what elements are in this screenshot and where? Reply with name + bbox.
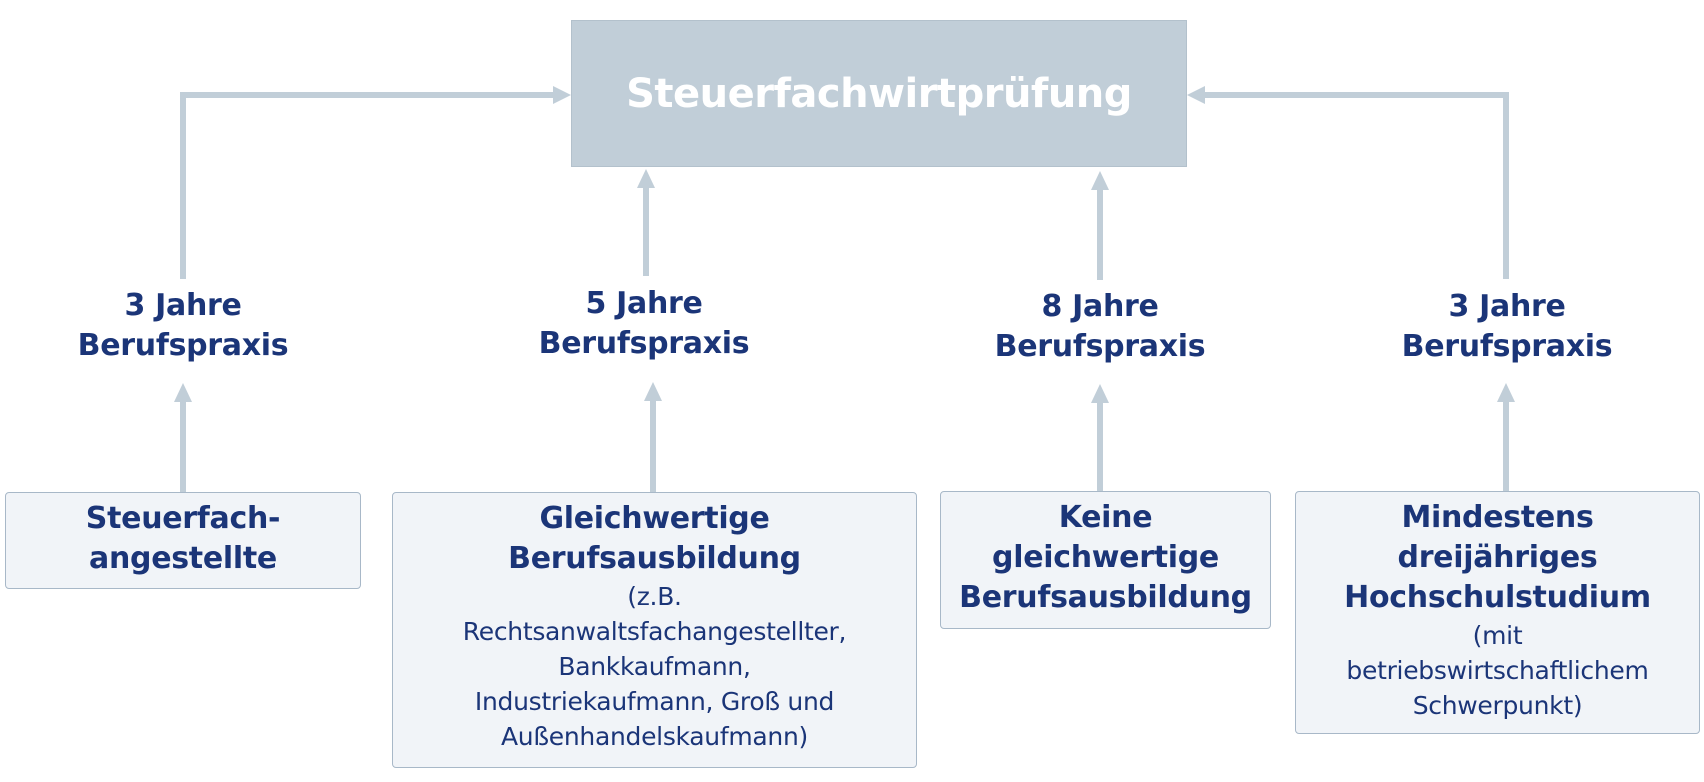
arrow-path-4-to-top <box>1203 92 1509 279</box>
qualification-note-line: (z.B. <box>627 582 682 611</box>
arrowhead-right-into-top <box>1187 86 1205 104</box>
qualification-title-line: Hochschulstudium <box>1344 580 1651 615</box>
top-node-box: Steuerfachwirtprüfung <box>571 20 1187 167</box>
qualification-title-line: Berufsausbildung <box>959 580 1252 615</box>
arrowhead-path-2-into-top <box>637 169 655 188</box>
qualification-note-line: Bankkaufmann, <box>558 652 751 681</box>
requirement-label-3: 8 Jahre Berufspraxis <box>970 287 1230 367</box>
requirement-practice: Berufspraxis <box>538 326 750 361</box>
arrowhead-left-into-top <box>553 86 571 104</box>
arrowhead-label-3 <box>1091 384 1109 403</box>
requirement-years: 8 Jahre <box>1041 289 1159 324</box>
qualification-title-line: Berufsausbildung <box>508 541 801 576</box>
qualification-box-3: Keine gleichwertige Berufsausbildung <box>940 491 1271 629</box>
qualification-note-line: Industriekaufmann, Groß und <box>474 687 835 716</box>
qualification-note-line: Rechtsanwaltsfachangestellter, <box>462 617 847 646</box>
qualification-title-line: Mindestens <box>1401 500 1594 535</box>
qualification-title-line: angestellte <box>89 541 277 576</box>
qualification-note-line: Schwerpunkt) <box>1412 691 1583 720</box>
arrowhead-label-2 <box>644 382 662 401</box>
top-node-title: Steuerfachwirtprüfung <box>626 70 1132 117</box>
arrowhead-path-3-into-top <box>1091 171 1109 190</box>
arrowhead-label-1 <box>174 383 192 402</box>
requirement-label-4: 3 Jahre Berufspraxis <box>1377 287 1637 367</box>
requirement-label-1: 3 Jahre Berufspraxis <box>53 286 313 366</box>
qualification-title-line: dreijähriges <box>1397 540 1598 575</box>
requirement-label-2: 5 Jahre Berufspraxis <box>514 284 774 364</box>
requirement-years: 5 Jahre <box>585 286 703 321</box>
qualification-title-line: Gleichwertige <box>539 501 770 536</box>
qualification-note-line: betriebswirtschaftlichem <box>1346 656 1649 685</box>
qualification-title-line: Steuerfach- <box>85 501 281 536</box>
requirement-years: 3 Jahre <box>1448 289 1566 324</box>
requirement-practice: Berufspraxis <box>1401 329 1613 364</box>
qualification-box-1: Steuerfach- angestellte <box>5 492 361 589</box>
qualification-box-2: Gleichwertige Berufsausbildung (z.B. Rec… <box>392 492 917 768</box>
requirement-practice: Berufspraxis <box>77 328 289 363</box>
qualification-note-line: Außenhandelskaufmann) <box>501 722 808 751</box>
qualification-title-line: gleichwertige <box>992 540 1219 575</box>
arrowhead-label-4 <box>1497 383 1515 402</box>
qualification-box-4: Mindestens dreijähriges Hochschulstudium… <box>1295 491 1700 734</box>
requirement-years: 3 Jahre <box>124 288 242 323</box>
requirement-practice: Berufspraxis <box>994 329 1206 364</box>
qualification-note-line: (mit <box>1472 621 1523 650</box>
qualification-title-line: Keine <box>1058 500 1153 535</box>
arrow-path-1-to-top <box>180 92 556 279</box>
